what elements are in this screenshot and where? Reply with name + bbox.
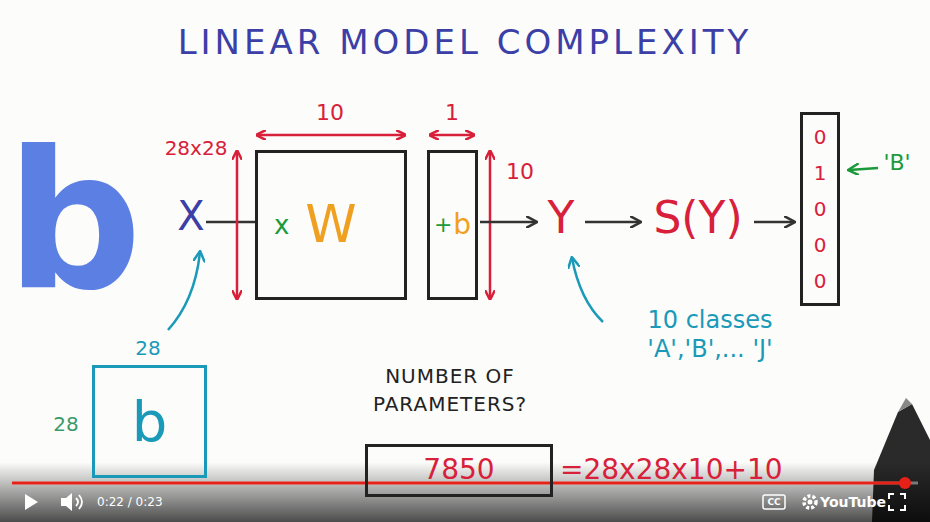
one-hot-vector-box: 0 1 0 0 0	[800, 112, 840, 306]
input-line	[206, 221, 255, 224]
formula-text: =28x28x10+10	[560, 453, 783, 487]
dimension-label: 28x28	[165, 136, 228, 160]
pointer-arrow	[572, 258, 603, 322]
pointer-arrow	[849, 168, 878, 170]
dimension-label: 10	[316, 100, 344, 126]
letter-illustration: b	[6, 127, 142, 317]
play-icon	[25, 494, 38, 510]
node-text: x	[274, 211, 289, 240]
dimension-arrow	[431, 134, 473, 137]
dimension-arrow	[236, 152, 239, 298]
dimension-arrow	[258, 134, 404, 137]
cc-text: CC	[767, 497, 780, 508]
node-text: 0 1 0 0 0	[809, 119, 831, 299]
callout-note: 10 classes 'A','B',... 'J'	[610, 306, 810, 364]
flow-arrow	[585, 221, 640, 224]
volume-waves	[76, 495, 82, 509]
node-text: W	[305, 196, 356, 253]
youtube-logo: YouTube	[820, 494, 886, 511]
input-symbol: X	[177, 192, 204, 240]
dimension-label: 28	[135, 336, 160, 360]
node-text: b	[132, 391, 168, 453]
volume-icon	[61, 493, 72, 511]
dimension-label: 28	[53, 412, 78, 436]
flow-arrow	[480, 221, 536, 224]
node-text: b	[453, 210, 471, 241]
pen-tip	[898, 398, 912, 412]
weight-matrix-box: xW	[255, 150, 407, 300]
dimension-label: 1	[445, 100, 459, 126]
diagram-title: LINEAR MODEL COMPLEXITY	[178, 22, 753, 63]
node-text: +	[434, 213, 452, 237]
softmax-symbol: S(Y)	[653, 192, 742, 245]
flow-arrow	[754, 221, 794, 224]
image-box: b	[92, 365, 207, 478]
time-display: 0:22 / 0:23	[97, 495, 163, 509]
answer-box: 7850	[365, 444, 553, 497]
node-text: 7850	[423, 455, 494, 486]
cc-icon	[763, 495, 785, 509]
question-text: NUMBER OF PARAMETERS?	[343, 362, 558, 418]
pointer-arrow	[168, 252, 200, 330]
bias-vector-box: +b	[427, 150, 478, 300]
dimension-label: 10	[506, 159, 534, 185]
fullscreen-icon	[889, 494, 905, 510]
class-label: 'B'	[883, 150, 910, 176]
output-symbol: Y	[548, 192, 575, 245]
settings-hub	[808, 500, 813, 505]
dimension-arrow	[489, 152, 492, 298]
progress-knob	[899, 477, 911, 489]
settings-icon	[804, 496, 816, 508]
